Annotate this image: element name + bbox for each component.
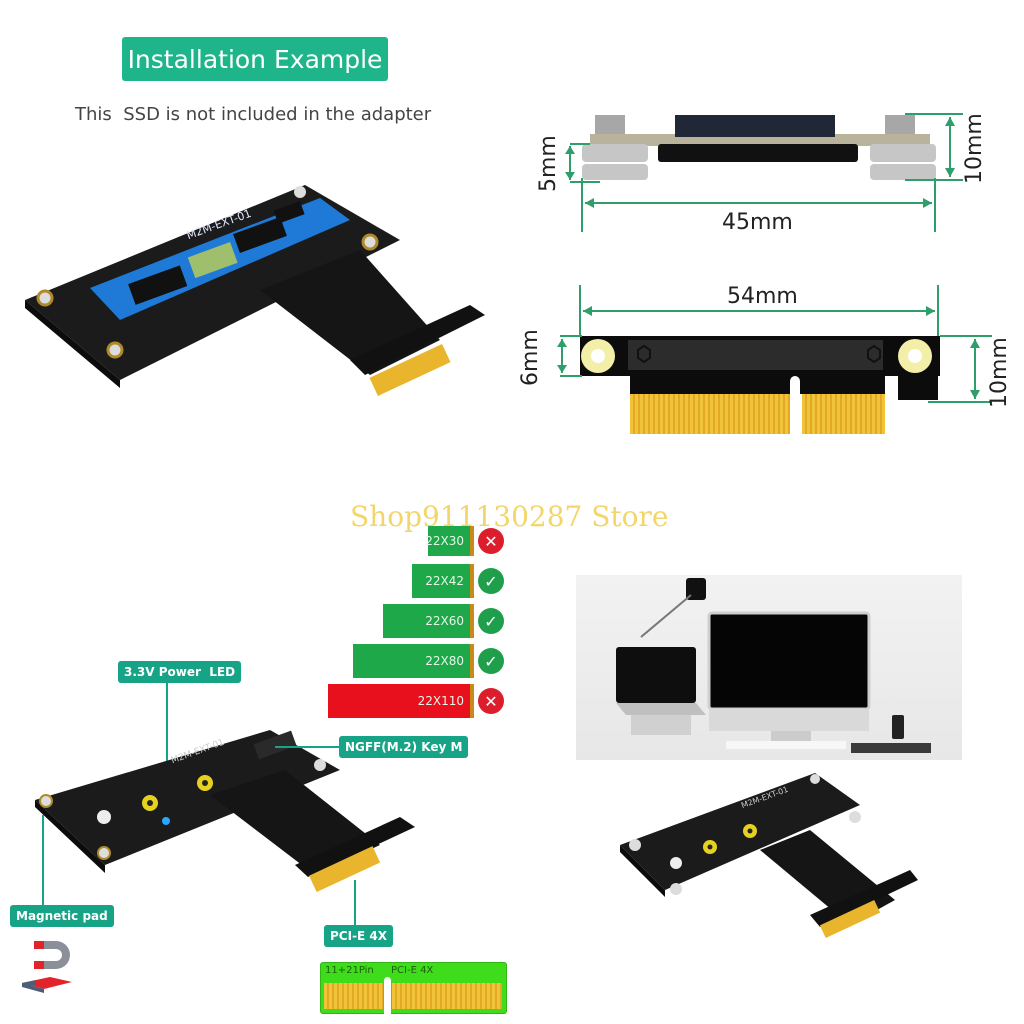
adapter-with-ssd-image: M2M-EXT-01 bbox=[20, 180, 500, 420]
pcie-connector-diagram: 11+21Pin PCI-E 4X bbox=[320, 962, 507, 1014]
ssd-compatibility-list: 22X30 ✕ 22X42 ✓ 22X60 ✓ 22X80 ✓ 22X110 ✕ bbox=[320, 526, 520, 721]
bus-label: PCI-E 4X bbox=[391, 965, 434, 976]
installation-title-badge: Installation Example bbox=[122, 37, 388, 81]
supported-check-icon: ✓ bbox=[478, 648, 504, 674]
magnet-graphic bbox=[22, 941, 72, 993]
dimension-5mm: 5mm bbox=[536, 135, 561, 192]
dimension-45mm: 45mm bbox=[722, 210, 793, 235]
dimension-10mm-side: 10mm bbox=[962, 113, 987, 184]
bracket-illustration bbox=[557, 285, 992, 436]
pin-count-label: 11+21Pin bbox=[325, 965, 374, 976]
supported-check-icon: ✓ bbox=[478, 568, 504, 594]
adapter-product-photo: M2M-EXT-01 bbox=[610, 765, 930, 945]
callout-pcie: PCI-E 4X bbox=[324, 925, 394, 947]
ssd-size-22x80: 22X80 bbox=[353, 644, 474, 678]
callout-power-led: 3.3V Power LED bbox=[118, 661, 242, 683]
callout-line-power-led bbox=[166, 683, 168, 823]
connector-gold-fingers-right bbox=[392, 983, 502, 1009]
adapter-board-illustration bbox=[25, 185, 485, 396]
unsupported-x-icon: ✕ bbox=[478, 528, 504, 554]
bracket-gold-fingers-left bbox=[630, 394, 790, 434]
adapter-board-illustration bbox=[35, 730, 415, 893]
unsupported-x-icon: ✕ bbox=[478, 688, 504, 714]
ssd-size-22x60: 22X60 bbox=[383, 604, 474, 638]
desk-scene-illustration bbox=[616, 578, 931, 753]
dimension-6mm: 6mm bbox=[518, 329, 543, 386]
callout-line-key-m bbox=[275, 746, 339, 748]
store-watermark: Shop911130287 Store bbox=[350, 500, 669, 533]
side-view-illustration bbox=[565, 113, 963, 232]
bracket-view-diagram: 54mm 6mm 10mm bbox=[518, 280, 1020, 440]
desk-setup-photo bbox=[576, 575, 962, 760]
installation-title: Installation Example bbox=[127, 44, 383, 74]
ssd-size-22x110: 22X110 bbox=[328, 684, 474, 718]
dimension-54mm: 54mm bbox=[727, 284, 798, 309]
callout-line-magnetic-pad bbox=[42, 815, 44, 905]
side-view-diagram: 5mm 10mm 45mm bbox=[530, 100, 1020, 250]
callout-line-pcie bbox=[354, 880, 356, 926]
ssd-size-22x30: 22X30 bbox=[425, 526, 474, 556]
ssd-size-22x42: 22X42 bbox=[412, 564, 474, 598]
installation-note: This SSD is not included in the adapter bbox=[75, 104, 432, 125]
dimension-10mm-bracket: 10mm bbox=[987, 337, 1012, 408]
magnet-icon bbox=[20, 935, 80, 995]
connector-key-notch bbox=[384, 977, 391, 1014]
annotated-adapter-image: M2M-EXT-01 bbox=[30, 725, 440, 895]
callout-magnetic-pad: Magnetic pad bbox=[10, 905, 114, 927]
supported-check-icon: ✓ bbox=[478, 608, 504, 634]
adapter-board-illustration bbox=[620, 773, 918, 939]
connector-gold-fingers-left bbox=[324, 983, 383, 1009]
bracket-gold-fingers-right bbox=[802, 394, 885, 434]
callout-key-m: NGFF(M.2) Key M bbox=[339, 736, 469, 758]
